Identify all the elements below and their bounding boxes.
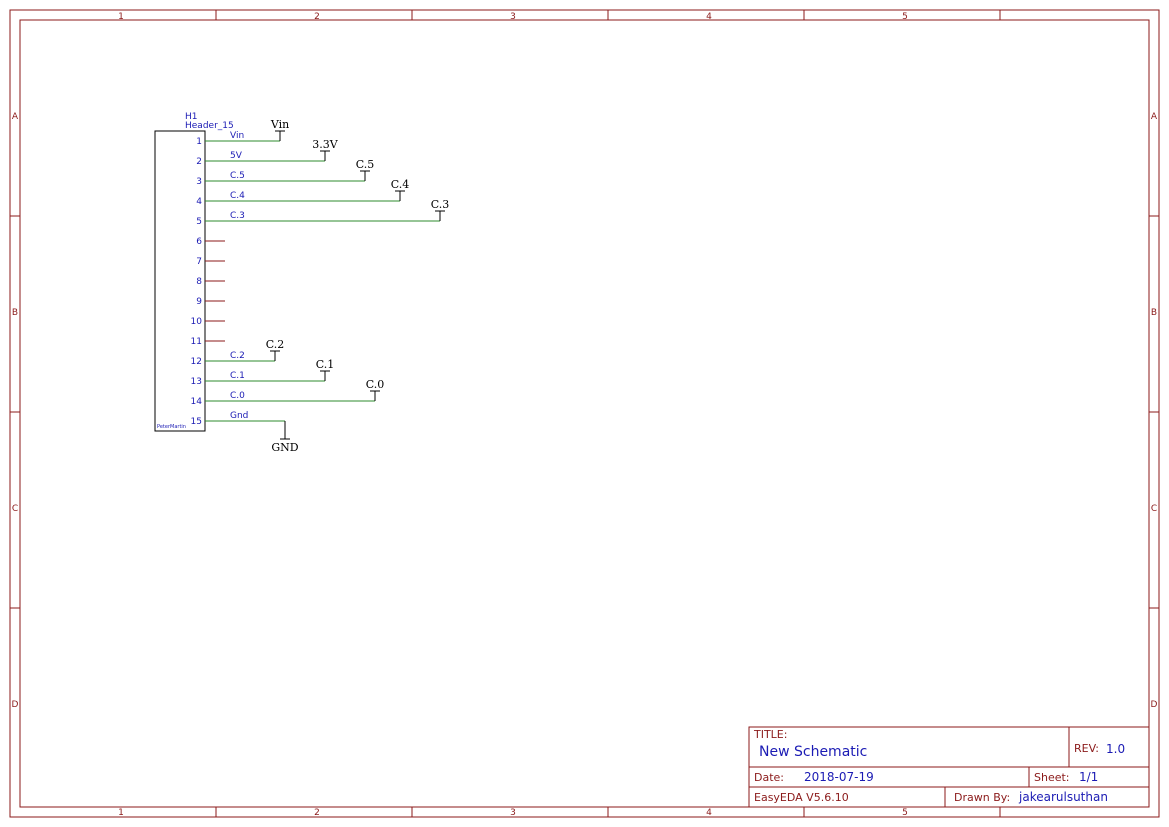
schematic-title: New Schematic: [759, 744, 867, 760]
outer-frame: [9, 9, 1160, 818]
column-label: 3: [510, 808, 516, 818]
row-label: C: [12, 504, 18, 514]
pin-number: 7: [196, 257, 202, 267]
net-flag-label[interactable]: C.5: [356, 158, 375, 171]
component-designator: H1: [185, 112, 198, 122]
rev-value: 1.0: [1106, 742, 1125, 756]
net-label: Vin: [230, 131, 244, 141]
pin-number: 5: [196, 217, 202, 227]
title-label: TITLE:: [753, 728, 787, 741]
pin-number: 6: [196, 237, 202, 247]
component-author: PeterMartin: [157, 424, 186, 430]
column-label: 1: [118, 808, 124, 818]
net-label: C.0: [230, 391, 245, 401]
sheet-value: 1/1: [1079, 770, 1098, 784]
drawn-by-value: jakearulsuthan: [1018, 790, 1108, 804]
component-body[interactable]: [154, 130, 206, 432]
net-flag-label[interactable]: C.2: [266, 338, 285, 351]
net-label: Gnd: [230, 411, 248, 421]
pin-number: 14: [191, 397, 203, 407]
ground-label: GND: [271, 441, 298, 454]
net-label: C.2: [230, 351, 245, 361]
pin-group: 1VinVin25V3.3V3C.5C.54C.4C.45C.3C.367891…: [191, 118, 450, 427]
column-label: 2: [314, 12, 320, 22]
pin-number: 1: [196, 137, 202, 147]
net-label: C.3: [230, 211, 245, 221]
ground-symbol[interactable]: GND: [271, 421, 299, 454]
pin-number: 4: [196, 197, 202, 207]
sheet-label: Sheet:: [1034, 771, 1070, 784]
rev-label: REV:: [1074, 742, 1099, 755]
net-flag-label[interactable]: 3.3V: [312, 138, 338, 151]
title-block: [748, 726, 1150, 808]
column-labels-bottom: 1 2 3 4 5: [118, 808, 908, 818]
date-label: Date:: [754, 771, 784, 784]
date-value: 2018-07-19: [804, 770, 874, 784]
pin-number: 12: [191, 357, 202, 367]
pin-number: 10: [191, 317, 203, 327]
column-label: 3: [510, 12, 516, 22]
net-label: C.5: [230, 171, 245, 181]
row-labels-left: A B C D: [12, 112, 19, 710]
pin-number: 3: [196, 177, 202, 187]
header-component[interactable]: H1 Header_15 PeterMartin 1VinVin25V3.3V3…: [154, 112, 450, 432]
net-label: 5V: [230, 151, 243, 161]
row-label: C: [1151, 504, 1157, 514]
column-label: 2: [314, 808, 320, 818]
pin-number: 13: [191, 377, 202, 387]
row-label: A: [12, 112, 19, 122]
column-label: 4: [706, 12, 712, 22]
column-label: 5: [902, 12, 908, 22]
row-label: D: [12, 700, 19, 710]
column-ticks: [215, 10, 1001, 817]
pin-number: 11: [191, 337, 202, 347]
net-flag-label[interactable]: C.3: [431, 198, 450, 211]
software-version: EasyEDA V5.6.10: [754, 791, 849, 804]
inner-frame: [19, 19, 1150, 808]
row-label: B: [1151, 308, 1157, 318]
net-flag-label[interactable]: C.1: [316, 358, 335, 371]
pin-number: 15: [191, 417, 202, 427]
column-label: 5: [902, 808, 908, 818]
row-label: A: [1151, 112, 1158, 122]
net-flag-label[interactable]: C.0: [366, 378, 385, 391]
column-label: 4: [706, 808, 712, 818]
pin-number: 2: [196, 157, 202, 167]
drawn-by-label: Drawn By:: [954, 791, 1010, 804]
column-label: 1: [118, 12, 124, 22]
component-name: Header_15: [185, 121, 234, 131]
pin-number: 8: [196, 277, 202, 287]
net-label: C.4: [230, 191, 245, 201]
row-label: D: [1151, 700, 1158, 710]
column-labels-top: 1 2 3 4 5: [118, 12, 908, 22]
row-ticks: [10, 215, 1159, 609]
net-flag-label[interactable]: C.4: [391, 178, 410, 191]
row-labels-right: A B C D: [1151, 112, 1158, 710]
net-label: C.1: [230, 371, 245, 381]
net-flag-label[interactable]: Vin: [270, 118, 289, 131]
row-label: B: [12, 308, 18, 318]
pin-number: 9: [196, 297, 202, 307]
